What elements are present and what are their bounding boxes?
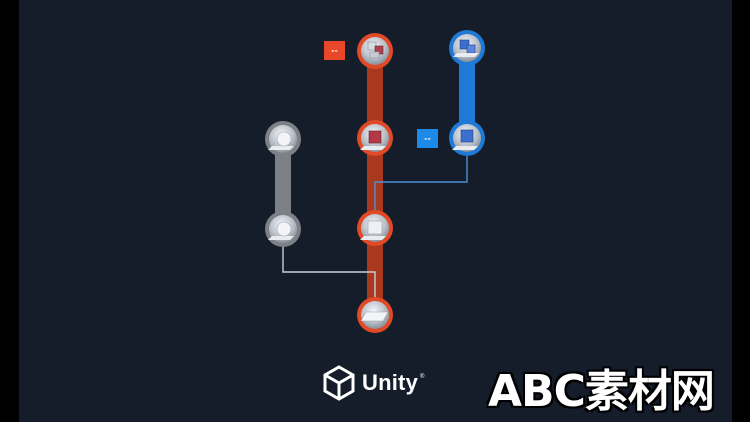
red-cube-icon — [368, 130, 382, 144]
sphere-icon — [276, 221, 292, 237]
node-orange-3[interactable] — [357, 210, 393, 246]
node-gray-top[interactable] — [265, 121, 301, 157]
node-orange-top[interactable] — [357, 33, 393, 69]
unity-wordmark: Unity — [362, 370, 418, 395]
plane-icon — [360, 311, 389, 322]
node-blue-top[interactable] — [449, 30, 485, 66]
sphere-icon — [276, 131, 292, 147]
blue-cube-icon — [460, 129, 474, 143]
node-orange-2[interactable] — [357, 120, 393, 156]
node-blue-bottom[interactable] — [449, 120, 485, 156]
unity-cube-icon — [323, 365, 355, 401]
node-gray-bottom[interactable] — [265, 211, 301, 247]
orange-tag-label: -- — [331, 46, 338, 55]
orange-branch-tag[interactable]: -- — [324, 41, 345, 60]
blue-merge-connector — [374, 138, 468, 228]
unity-logo: Unity ® — [322, 364, 424, 402]
gray-branch-track — [275, 139, 291, 229]
node-orange-bottom[interactable] — [357, 297, 393, 333]
gray-merge-connector — [282, 229, 376, 315]
white-cube-icon — [367, 220, 383, 235]
blue-cubes-icon — [459, 39, 470, 50]
blue-tag-label: -- — [424, 134, 431, 143]
blue-branch-track — [459, 48, 475, 138]
watermark-text: ABC素材网 — [488, 366, 715, 417]
trademark-mark: ® — [420, 374, 425, 380]
blue-branch-tag[interactable]: -- — [417, 129, 438, 148]
